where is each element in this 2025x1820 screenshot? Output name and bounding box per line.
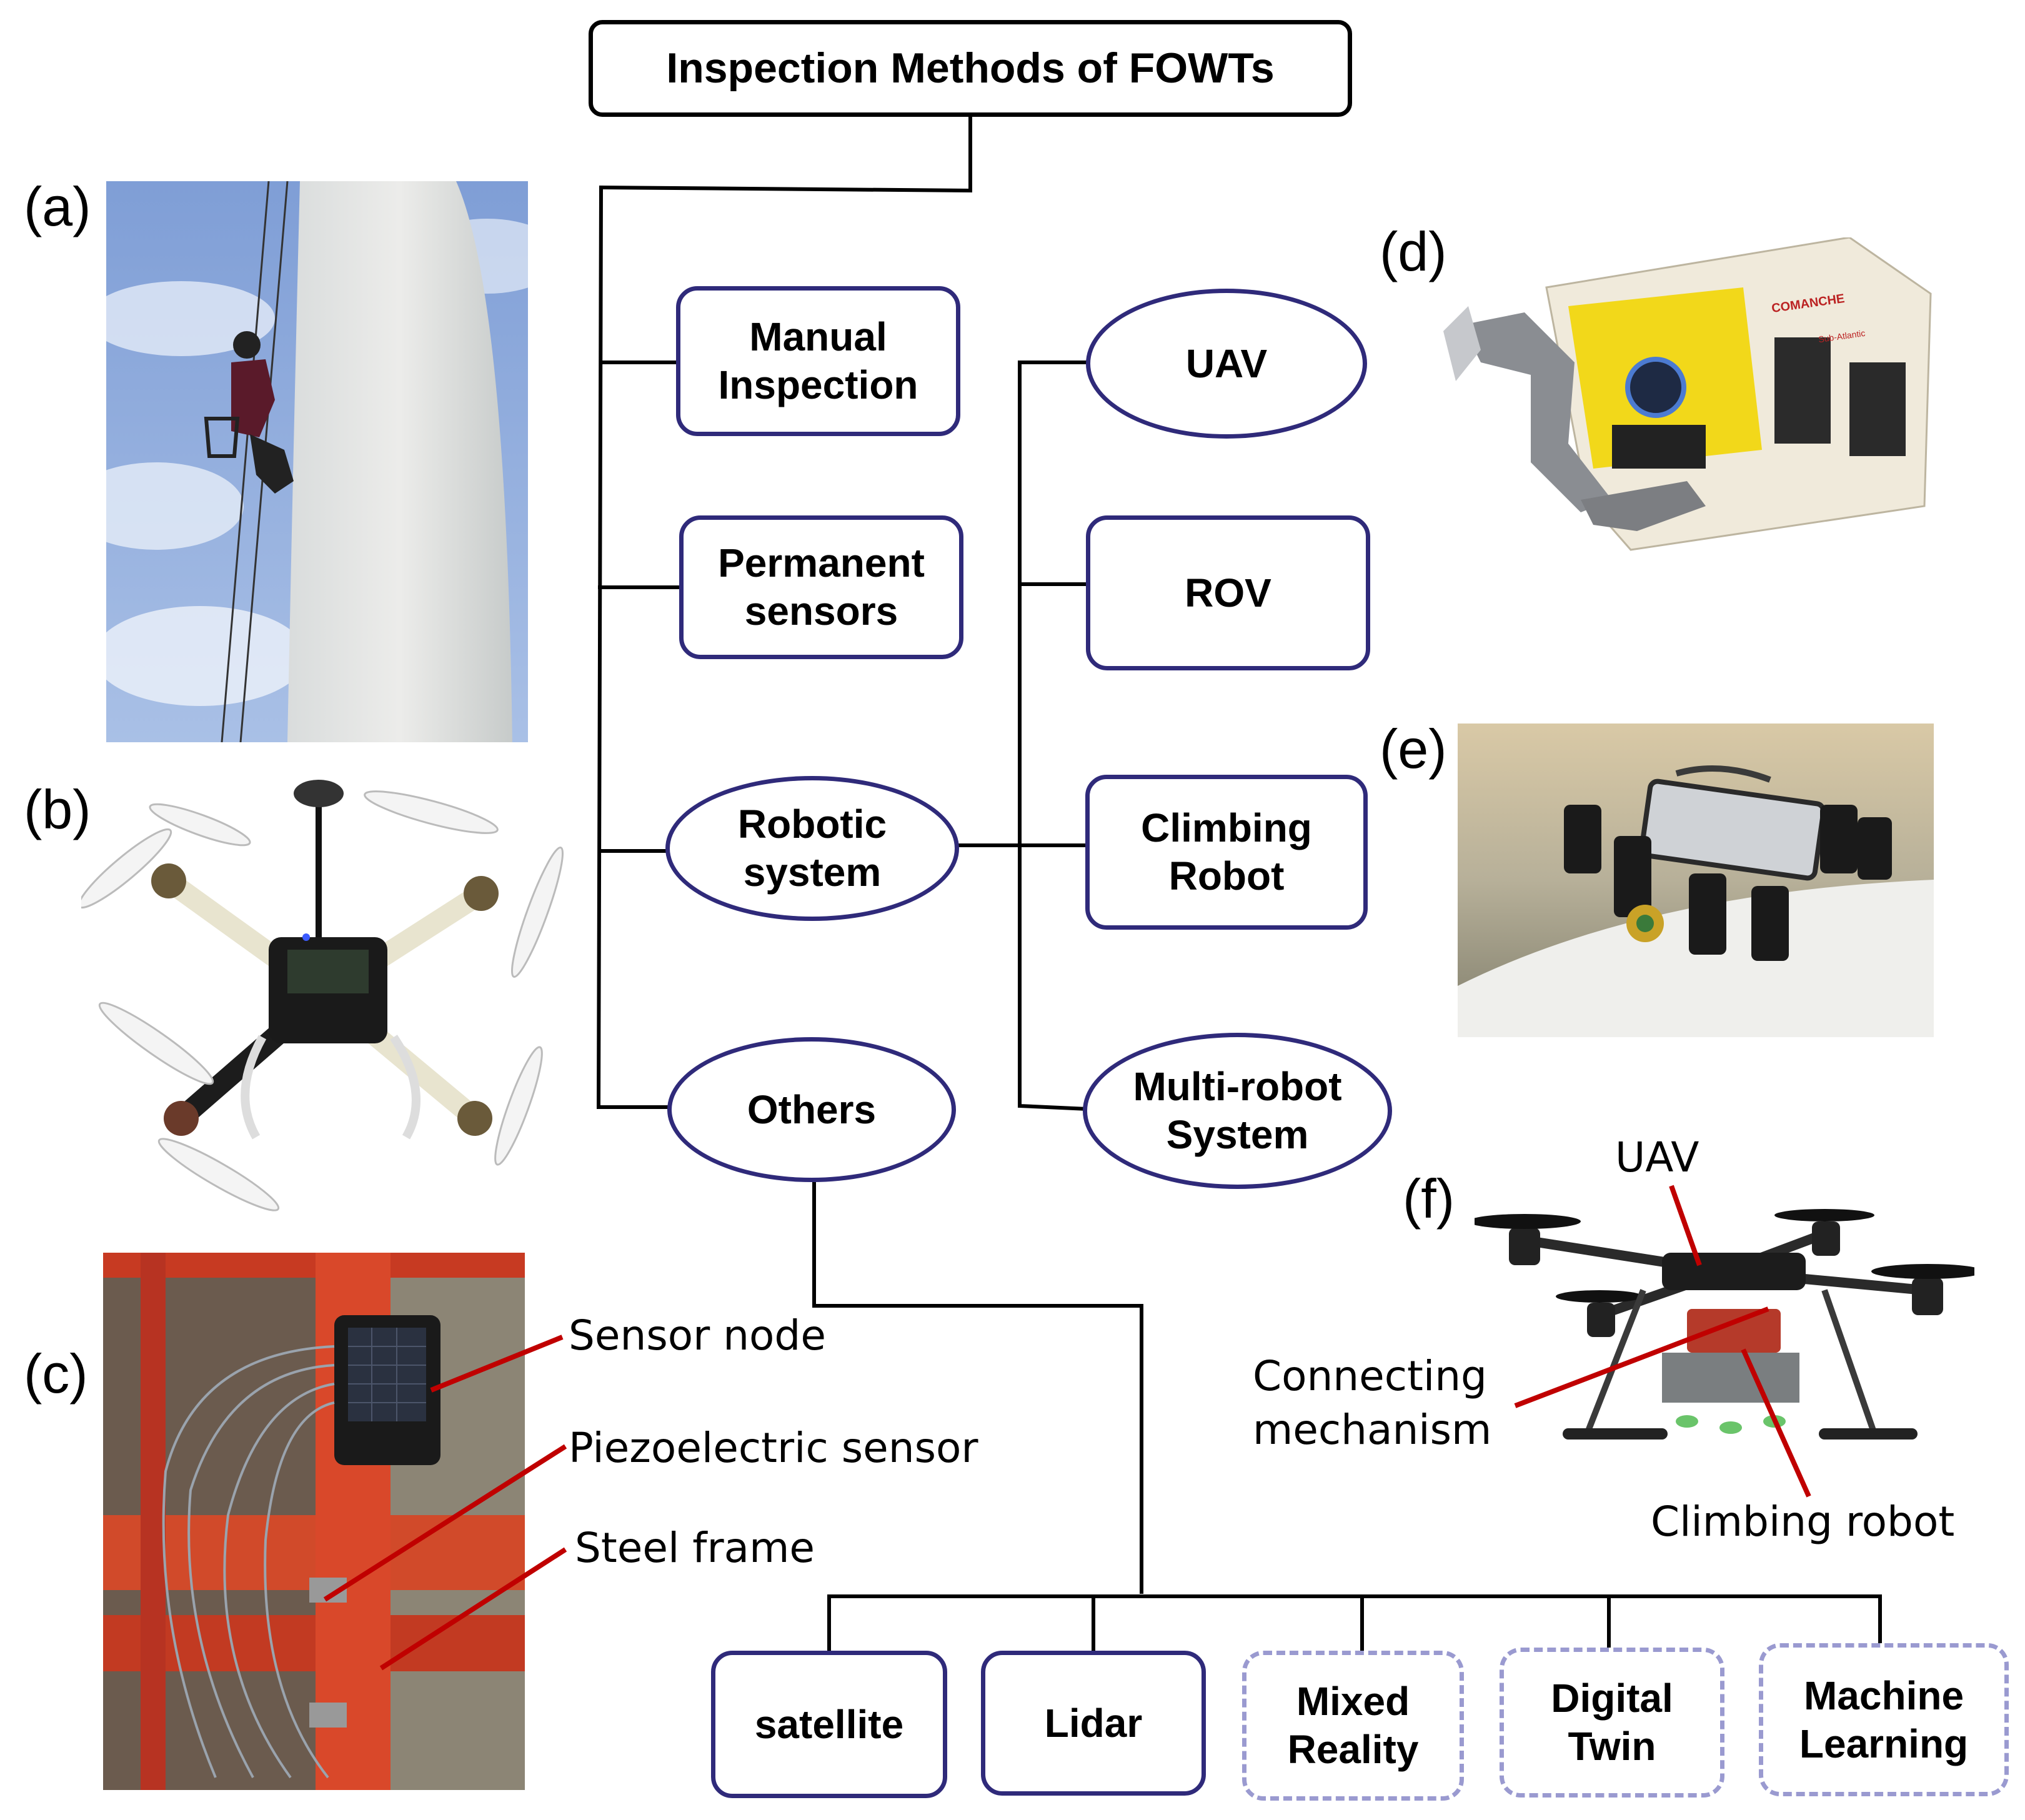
node-mixed-reality: Mixed Reality [1242,1651,1464,1801]
connector-others-down [812,1182,1143,1594]
node-climbing-robot: Climbing Robot [1085,775,1368,930]
node-rov: ROV [1086,515,1370,670]
label-climbing-robot: Climbing robot [1651,1498,1955,1546]
node-manual-inspection: Manual Inspection [676,286,960,436]
node-satellite-label: satellite [754,1701,904,1747]
panel-label-b: (b) [24,778,91,840]
label-uav: UAV [1615,1133,1699,1181]
node-machine-learning-label: Machine Learning [1799,1673,1969,1766]
photo-sensor-node [103,1253,525,1790]
photo-climbing-robot-art [1458,724,1934,1037]
panel-label-f: (f) [1403,1168,1455,1230]
photo-uav-climbing-robot [1475,1196,1974,1490]
node-manual-inspection-label: Manual Inspection [718,314,918,407]
node-digital-twin-label: Digital Twin [1551,1676,1673,1769]
node-robotic-system: Robotic system [665,776,959,921]
node-permanent-sensors-label: Permanent sensors [718,540,925,634]
photo-sensor-node-art [103,1253,525,1790]
node-others-label: Others [747,1087,877,1132]
photo-uav-climbing-robot-art [1475,1209,1974,1440]
connector-title-to-trunk [599,117,972,193]
photo-manual-inspection-art [106,181,528,742]
photo-climbing-robot [1458,724,1934,1037]
title-text: Inspection Methods of FOWTs [666,44,1275,92]
label-piezoelectric-sensor: Piezoelectric sensor [569,1424,978,1472]
node-climbing-robot-label: Climbing Robot [1141,805,1312,898]
connector-main-trunk [596,185,604,1110]
node-mixed-reality-label: Mixed Reality [1287,1679,1419,1772]
photo-manual-inspection [106,181,528,742]
label-connecting-mechanism: Connecting mechanism [1253,1352,1492,1454]
node-satellite: satellite [711,1651,947,1798]
node-multi-robot-system-label: Multi-robot System [1133,1064,1342,1157]
connector-robotic-branch-trunk [1018,361,1090,1111]
node-lidar: Lidar [981,1651,1206,1796]
label-sensor-node: Sensor node [569,1311,826,1360]
photo-rov: COMANCHE Sub-Atlantic [1425,237,1937,562]
panel-label-d: (d) [1380,221,1447,282]
node-robotic-system-label: Robotic system [737,802,887,895]
node-multi-robot-system: Multi-robot System [1083,1033,1392,1189]
node-uav: UAV [1086,289,1367,439]
node-permanent-sensors: Permanent sensors [679,515,963,659]
panel-label-e: (e) [1380,718,1447,780]
photo-drone-art [81,780,564,1211]
label-steel-frame: Steel frame [575,1524,815,1572]
node-uav-label: UAV [1185,341,1268,386]
title-box: Inspection Methods of FOWTs [589,20,1352,117]
photo-rov-art [1443,237,1932,551]
panel-label-a: (a) [24,176,91,237]
panel-label-c: (c) [24,1343,88,1405]
node-lidar-label: Lidar [1044,1700,1143,1746]
node-others: Others [667,1037,956,1182]
node-machine-learning: Machine Learning [1759,1643,2009,1796]
node-rov-label: ROV [1185,570,1271,615]
node-digital-twin: Digital Twin [1500,1648,1724,1798]
photo-drone [81,768,569,1218]
